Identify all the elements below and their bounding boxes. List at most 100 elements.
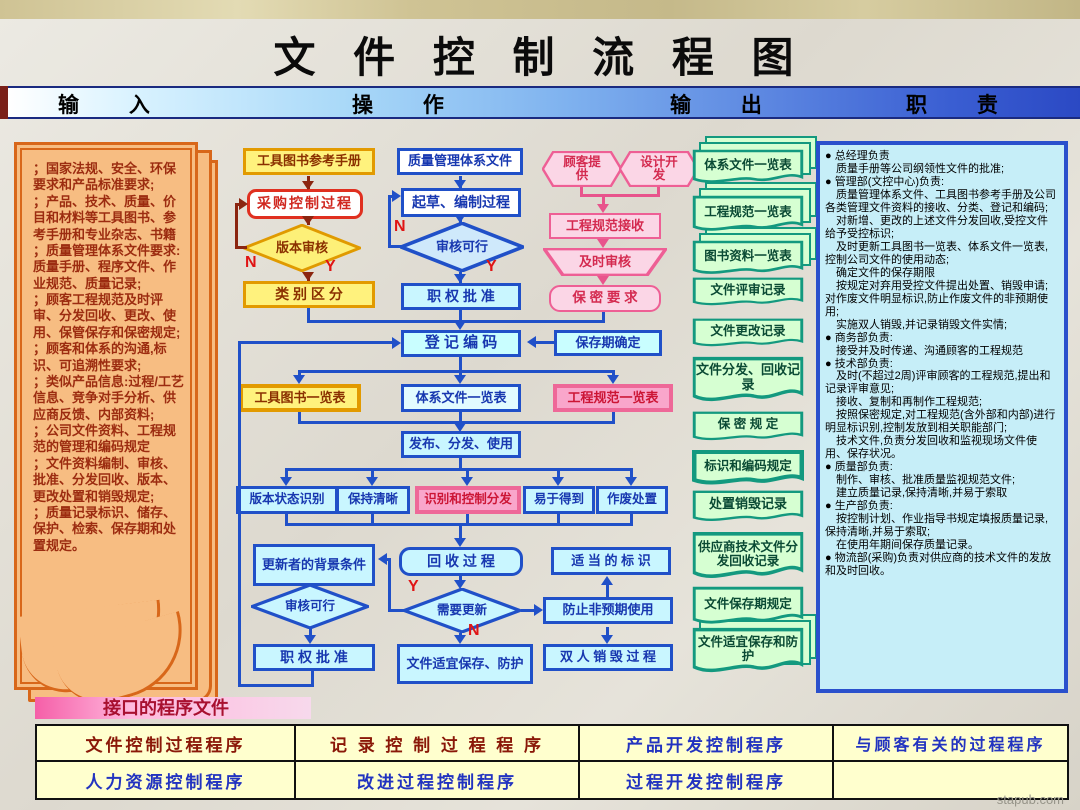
node-design-develop: 设计开发 [619, 151, 699, 187]
table-cell: 记 录 控 制 过 程 程 序 [296, 726, 580, 762]
output-doc-change-record: 文件更改记录 [692, 318, 804, 348]
connector [388, 195, 395, 198]
arrowhead [392, 337, 401, 349]
arrowhead [552, 477, 564, 486]
node-dual-destroy: 双 人 销 毁 过 程 [543, 644, 673, 671]
node-version-audit: 版本审核 [243, 224, 361, 272]
output-doc-system-list: 体系文件一览表 [692, 136, 817, 185]
footer-label: 接口的程序文件 [35, 697, 311, 719]
node-draft: 起草、编制过程 [401, 188, 521, 217]
node-updater-background: 更新者的背景条件 [253, 544, 375, 586]
connector [657, 187, 660, 196]
connector [612, 370, 615, 376]
arrowhead [392, 190, 401, 202]
arrowhead [280, 477, 292, 486]
node-keep-clear: 保持清晰 [336, 486, 410, 514]
node-toolbook-list: 工具图书一览表 [239, 384, 361, 412]
arrowhead [607, 375, 619, 384]
connector [285, 468, 632, 471]
arrowhead [527, 336, 536, 348]
connector [602, 196, 605, 206]
header-input: 输 入 [58, 94, 172, 117]
node-recycle-process: 回 收 过 程 [399, 547, 523, 576]
output-doc-review-record: 文件评审记录 [692, 277, 804, 307]
connector [238, 341, 241, 687]
node-classify: 类 别 区 分 [243, 281, 375, 308]
arrowhead [454, 274, 466, 283]
connector [557, 468, 560, 478]
table-cell: 与顾客有关的过程程序 [834, 726, 1067, 762]
node-proper-mark: 适 当 的 标 识 [551, 547, 671, 575]
connector [466, 468, 469, 478]
table-cell: 改进过程控制程序 [296, 762, 580, 798]
connector [285, 523, 632, 526]
connector [521, 609, 536, 612]
connector [238, 684, 314, 687]
arrowhead [534, 604, 543, 616]
connector [557, 514, 560, 526]
node-secrecy: 保 密 要 求 [549, 285, 661, 312]
arrowhead [597, 204, 609, 213]
connector [298, 370, 614, 373]
connector [466, 514, 469, 526]
duty-panel: ● 总经理负责 质量手册等公司纲领性文件的批准; ● 管理部(文控中心)负责: … [816, 141, 1068, 693]
table-cell: 过程开发控制程序 [580, 762, 834, 798]
arrowhead [597, 276, 609, 285]
label-y: Y [486, 258, 497, 275]
label-n: N [245, 254, 257, 271]
connector [371, 514, 374, 526]
arrowhead [454, 635, 466, 644]
connector [298, 412, 301, 424]
connector [606, 584, 609, 597]
header-duty: 职 责 [906, 94, 1020, 117]
arrowhead [302, 272, 314, 281]
node-tool-book: 工具图书参考手册 [243, 148, 375, 175]
connector [459, 458, 462, 470]
node-customer-provide: 顾客提供 [542, 151, 622, 187]
connector [459, 357, 462, 372]
output-doc-spec-list: 工程规范一览表 [692, 182, 817, 233]
arrowhead [601, 576, 613, 585]
label-y: Y [325, 258, 336, 275]
arrowhead [302, 181, 314, 190]
node-doc-preserve: 文件适宜保存、防护 [397, 644, 533, 684]
node-register-code: 登 记 编 码 [401, 330, 521, 357]
arrowhead [454, 214, 466, 223]
node-timely-review: 及时审核 [543, 248, 667, 276]
connector [311, 671, 314, 685]
output-doc-distribute-recycle: 文件分发、回收记录 [692, 356, 804, 404]
output-doc-destroy-record: 处置销毁记录 [692, 490, 804, 523]
arrowhead [366, 477, 378, 486]
arrowhead [454, 580, 466, 589]
header-operation: 操 作 [352, 94, 466, 117]
output-doc-id-coding-rule: 标识和编码规定 [692, 450, 804, 486]
node-qms-doc: 质量管理体系文件 [397, 148, 523, 175]
output-doc-preserve-protect: 文件适宜保存和防护 [692, 614, 817, 675]
arrowhead [304, 635, 316, 644]
connector [285, 468, 288, 478]
node-need-update: 需要更新 [403, 588, 521, 633]
connector [285, 514, 288, 526]
connector [388, 609, 405, 612]
connector [298, 370, 301, 376]
node-publish-distribute: 发布、分发、使用 [401, 431, 521, 458]
connector [238, 341, 394, 344]
connector [235, 203, 238, 249]
output-doc-book-list: 图书资料一览表 [692, 227, 817, 276]
arrowhead [454, 180, 466, 189]
arrowhead [378, 553, 387, 565]
output-doc-secrecy-rule: 保 密 规 定 [692, 411, 804, 442]
label-n: N [468, 622, 480, 639]
label-y: Y [408, 578, 419, 595]
arrowhead [461, 477, 473, 486]
node-review-feasible-1: 审核可行 [400, 222, 524, 272]
header-output: 输 出 [670, 94, 784, 117]
output-doc-supplier-record: 供应商技术文件分发回收记录 [692, 531, 804, 581]
column-header-band [8, 86, 1080, 119]
arrowhead [601, 635, 613, 644]
arrowhead [454, 321, 466, 330]
arrowhead [454, 423, 466, 432]
output-doc-retention-rule: 文件保存期规定 [692, 586, 804, 626]
connector [580, 187, 583, 196]
arrowhead [597, 239, 609, 248]
